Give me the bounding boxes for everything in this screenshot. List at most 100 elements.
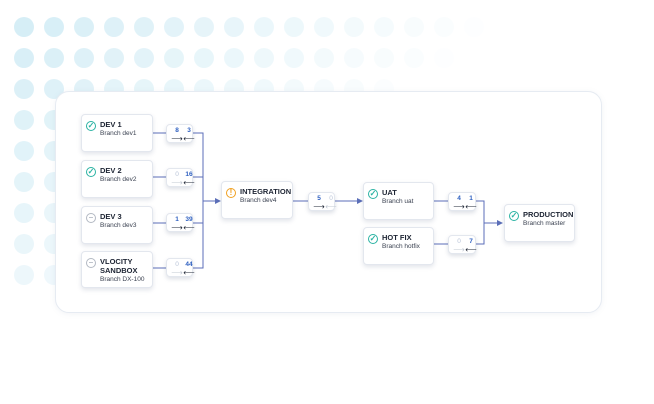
env-name: UAT (382, 188, 397, 197)
status-ok-icon: ✓ (368, 189, 378, 199)
behind-count: 0 (329, 195, 333, 202)
env-name: HOT FIX (382, 233, 412, 242)
status-neutral-icon: – (86, 213, 96, 223)
commit-counter-dev1[interactable]: 8 3 ⟶ ⟵ (166, 124, 195, 143)
commit-counter-integration[interactable]: 5 0 ⟶ ⟵ (308, 192, 337, 211)
background-dot (74, 48, 94, 68)
ahead-count: 8 (175, 127, 179, 134)
right-arrow-icon: ⟶ (171, 134, 183, 143)
background-dot (374, 48, 394, 68)
env-name: DEV 3 (100, 212, 122, 221)
env-card-production[interactable]: ✓ PRODUCTION Branch master (504, 204, 575, 242)
ahead-count: 1 (175, 216, 179, 223)
env-card-integration[interactable]: ! INTEGRATION Branch dev4 (221, 181, 293, 219)
commit-counter-uat[interactable]: 4 1 ⟶ ⟵ (448, 192, 477, 211)
background-dot (254, 48, 274, 68)
background-dot (104, 17, 124, 37)
background-dot (104, 48, 124, 68)
status-ok-icon: ✓ (86, 121, 96, 131)
env-card-dev2[interactable]: ✓ DEV 2 Branch dev2 (81, 160, 153, 198)
env-card-uat[interactable]: ✓ UAT Branch uat (363, 182, 434, 220)
ahead-count: 4 (457, 195, 461, 202)
right-arrow-icon: ⟶ (171, 178, 183, 187)
right-arrow-icon: ⟶ (171, 223, 183, 232)
background-dot (14, 48, 34, 68)
right-arrow-icon: ⟶ (453, 202, 465, 211)
background-dot (44, 17, 64, 37)
env-name: DEV 2 (100, 166, 122, 175)
background-dot (374, 17, 394, 37)
ahead-count: 0 (175, 261, 179, 268)
env-branch: Branch hotfix (382, 243, 420, 250)
background-dot (14, 203, 34, 223)
background-dot (434, 48, 454, 68)
env-card-vlocity-sandbox[interactable]: – VLOCITY SANDBOX Branch DX-100 (81, 251, 153, 288)
env-name: INTEGRATION (240, 187, 292, 196)
env-branch: Branch dev4 (240, 197, 277, 204)
env-name: PRODUCTION (523, 210, 574, 219)
background-dot (14, 110, 34, 130)
background-dot (344, 48, 364, 68)
behind-count: 3 (187, 127, 191, 134)
background-dot (14, 79, 34, 99)
background-dot (14, 265, 34, 285)
background-dot (14, 141, 34, 161)
env-branch: Branch DX-100 (100, 276, 145, 283)
background-dot (74, 17, 94, 37)
background-dot (404, 48, 424, 68)
status-ok-icon: ✓ (86, 167, 96, 177)
right-arrow-icon: ⟶ (313, 202, 325, 211)
commit-counter-vlocity[interactable]: 0 44 ⟶ ⟵ (166, 258, 195, 277)
left-arrow-icon: ⟵ (325, 202, 337, 211)
commit-counter-dev2[interactable]: 0 16 ⟶ ⟵ (166, 168, 195, 187)
commit-counter-dev3[interactable]: 1 39 ⟶ ⟵ (166, 213, 195, 232)
behind-count: 44 (185, 261, 193, 268)
background-dot (314, 48, 334, 68)
background-dot (134, 17, 154, 37)
env-card-dev1[interactable]: ✓ DEV 1 Branch dev1 (81, 114, 153, 152)
env-name-line1: VLOCITY (100, 257, 133, 266)
behind-count: 7 (469, 238, 473, 245)
background-dot (14, 172, 34, 192)
background-dot (464, 17, 484, 37)
background-dot (434, 17, 454, 37)
background-dot (224, 48, 244, 68)
background-dot (44, 48, 64, 68)
behind-count: 39 (185, 216, 193, 223)
env-card-hotfix[interactable]: ✓ HOT FIX Branch hotfix (363, 227, 434, 265)
background-dot (284, 48, 304, 68)
left-arrow-icon: ⟵ (183, 268, 195, 277)
status-ok-icon: ✓ (509, 211, 519, 221)
background-dot (194, 17, 214, 37)
env-name-line2: SANDBOX (100, 266, 138, 275)
left-arrow-icon: ⟵ (183, 223, 195, 232)
background-dot (164, 48, 184, 68)
left-arrow-icon: ⟵ (183, 134, 195, 143)
background-dot (194, 48, 214, 68)
background-dot (224, 17, 244, 37)
background-dot (314, 17, 334, 37)
env-branch: Branch dev3 (100, 222, 137, 229)
background-dot (164, 17, 184, 37)
env-branch: Branch master (523, 220, 566, 227)
behind-count: 16 (185, 171, 193, 178)
env-branch: Branch dev2 (100, 176, 137, 183)
background-dot (254, 17, 274, 37)
background-dot (14, 17, 34, 37)
left-arrow-icon: ⟵ (465, 202, 477, 211)
background-dot (404, 17, 424, 37)
status-warning-icon: ! (226, 188, 236, 198)
left-arrow-icon: ⟵ (465, 245, 477, 254)
env-name: DEV 1 (100, 120, 122, 129)
behind-count: 1 (469, 195, 473, 202)
env-card-dev3[interactable]: – DEV 3 Branch dev3 (81, 206, 153, 244)
commit-counter-hotfix[interactable]: 0 7 ⟶ ⟵ (448, 235, 477, 254)
ahead-count: 0 (175, 171, 179, 178)
right-arrow-icon: ⟶ (171, 268, 183, 277)
background-dot (14, 234, 34, 254)
status-ok-icon: ✓ (368, 234, 378, 244)
env-branch: Branch uat (382, 198, 414, 205)
background-dot (284, 17, 304, 37)
left-arrow-icon: ⟵ (183, 178, 195, 187)
